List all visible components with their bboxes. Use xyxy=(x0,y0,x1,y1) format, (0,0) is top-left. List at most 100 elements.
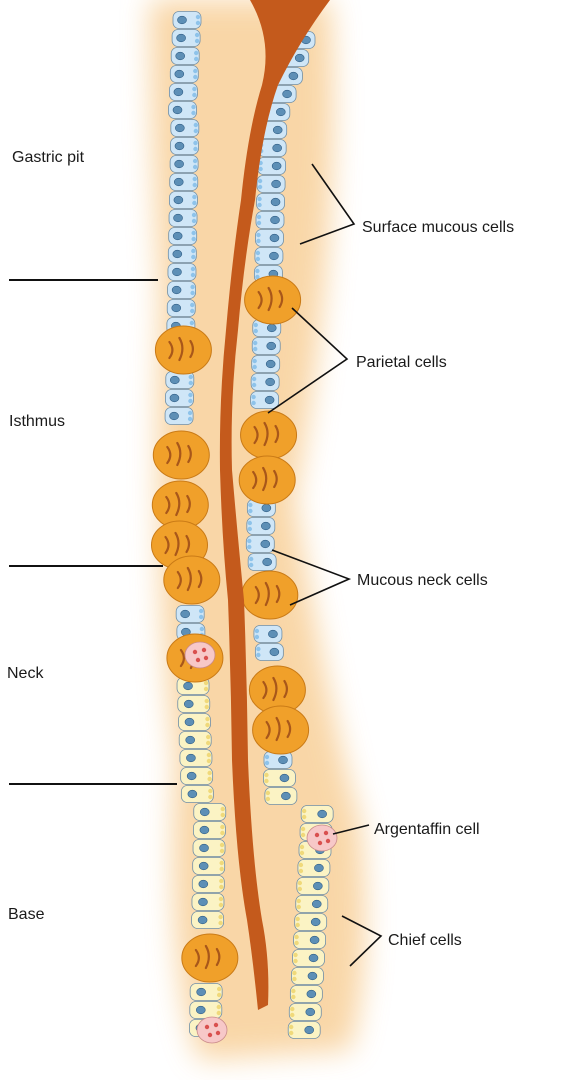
secretory-granule xyxy=(188,399,192,403)
secretory-granule xyxy=(291,995,295,999)
secretory-granule xyxy=(292,977,296,981)
secretory-granule xyxy=(207,777,211,781)
cell-nucleus xyxy=(181,610,190,618)
argentaffin-granule xyxy=(315,833,319,837)
secretory-granule xyxy=(207,771,211,775)
cell-nucleus xyxy=(307,990,316,998)
cell-nucleus xyxy=(318,810,327,818)
cell-nucleus xyxy=(268,630,277,638)
cell-nucleus xyxy=(188,790,197,798)
chief-cell xyxy=(193,858,225,875)
secretory-granule xyxy=(219,879,223,883)
chief-cell xyxy=(193,822,225,839)
secretory-granule xyxy=(191,249,195,253)
cell-nucleus xyxy=(177,34,186,42)
cell-nucleus xyxy=(272,162,281,170)
mucous-cell xyxy=(255,230,283,247)
cell-nucleus xyxy=(175,160,184,168)
secretory-granule xyxy=(257,203,261,207)
secretory-granule xyxy=(254,329,258,333)
secretory-granule xyxy=(252,365,256,369)
cell-nucleus xyxy=(173,232,182,240)
secretory-granule xyxy=(217,993,221,997)
cell-nucleus xyxy=(276,108,285,116)
secretory-granule xyxy=(191,255,195,259)
secretory-granule xyxy=(218,921,222,925)
cell-nucleus xyxy=(265,396,274,404)
secretory-granule xyxy=(191,267,195,271)
cell-nucleus xyxy=(197,988,206,996)
secretory-granule xyxy=(219,861,223,865)
cell-nucleus xyxy=(200,844,209,852)
cell-nucleus xyxy=(198,916,207,924)
secretory-granule xyxy=(207,753,211,757)
chief-cell xyxy=(297,878,329,895)
secretory-granule xyxy=(193,183,197,187)
secretory-granule xyxy=(256,653,260,657)
secretory-granule xyxy=(193,69,197,73)
secretory-granule xyxy=(192,213,196,217)
cell-nucleus xyxy=(295,54,304,62)
chief-cell xyxy=(192,894,224,911)
secretory-granule xyxy=(252,383,256,387)
cell-nucleus xyxy=(175,70,184,78)
secretory-granule xyxy=(266,791,270,795)
chief-cell xyxy=(298,860,330,877)
secretory-granule xyxy=(299,869,303,873)
argentaffin-granule xyxy=(204,656,208,660)
secretory-granule xyxy=(205,717,209,721)
chief-cell xyxy=(288,1022,320,1039)
secretory-granule xyxy=(301,827,305,831)
secretory-granule xyxy=(219,867,223,871)
secretory-granule xyxy=(251,395,255,399)
secretory-granule xyxy=(247,545,251,549)
cell-nucleus xyxy=(267,324,276,332)
cell-nucleus xyxy=(312,900,321,908)
secretory-granule xyxy=(248,527,252,531)
secretory-granule xyxy=(297,899,301,903)
cell-nucleus xyxy=(170,412,179,420)
secretory-granule xyxy=(265,761,269,765)
secretory-granule xyxy=(191,105,195,109)
secretory-granule xyxy=(200,627,204,631)
secretory-granule xyxy=(205,699,209,703)
cell-label-mucous-neck: Mucous neck cells xyxy=(357,572,488,589)
cell-nucleus xyxy=(310,936,319,944)
secretory-granule xyxy=(193,165,197,169)
secretory-granule xyxy=(218,915,222,919)
chief-cell xyxy=(291,968,323,985)
chief-cell xyxy=(289,1004,321,1021)
region-label-gastric-pit: Gastric pit xyxy=(12,149,85,166)
chief-cell xyxy=(265,788,297,805)
secretory-granule xyxy=(252,377,256,381)
argentaffin-granule xyxy=(196,658,200,662)
secretory-granule xyxy=(188,417,192,421)
secretory-granule xyxy=(251,401,255,405)
cell-nucleus xyxy=(175,124,184,132)
cell-nucleus xyxy=(174,88,183,96)
secretory-granule xyxy=(256,647,260,651)
chief-cell xyxy=(296,896,328,913)
chief-cell xyxy=(190,1002,222,1019)
secretory-granule xyxy=(190,309,194,313)
secretory-granule xyxy=(193,159,197,163)
cell-nucleus xyxy=(199,862,208,870)
secretory-granule xyxy=(289,1031,293,1035)
cell-nucleus xyxy=(174,178,183,186)
cell-nucleus xyxy=(306,1008,315,1016)
secretory-granule xyxy=(193,177,197,181)
secretory-granule xyxy=(297,905,301,909)
chief-cell xyxy=(301,806,333,823)
secretory-granule xyxy=(199,615,203,619)
argentaffin-granule xyxy=(318,841,322,845)
secretory-granule xyxy=(302,815,306,819)
secretory-granule xyxy=(191,273,195,277)
secretory-granule xyxy=(249,557,253,561)
secretory-granule xyxy=(292,971,296,975)
cell-nucleus xyxy=(279,756,288,764)
secretory-granule xyxy=(193,75,197,79)
secretory-granule xyxy=(195,39,199,43)
cell-nucleus xyxy=(186,736,195,744)
argentaffin-cell-neck xyxy=(185,642,215,668)
secretory-granule xyxy=(204,687,208,691)
